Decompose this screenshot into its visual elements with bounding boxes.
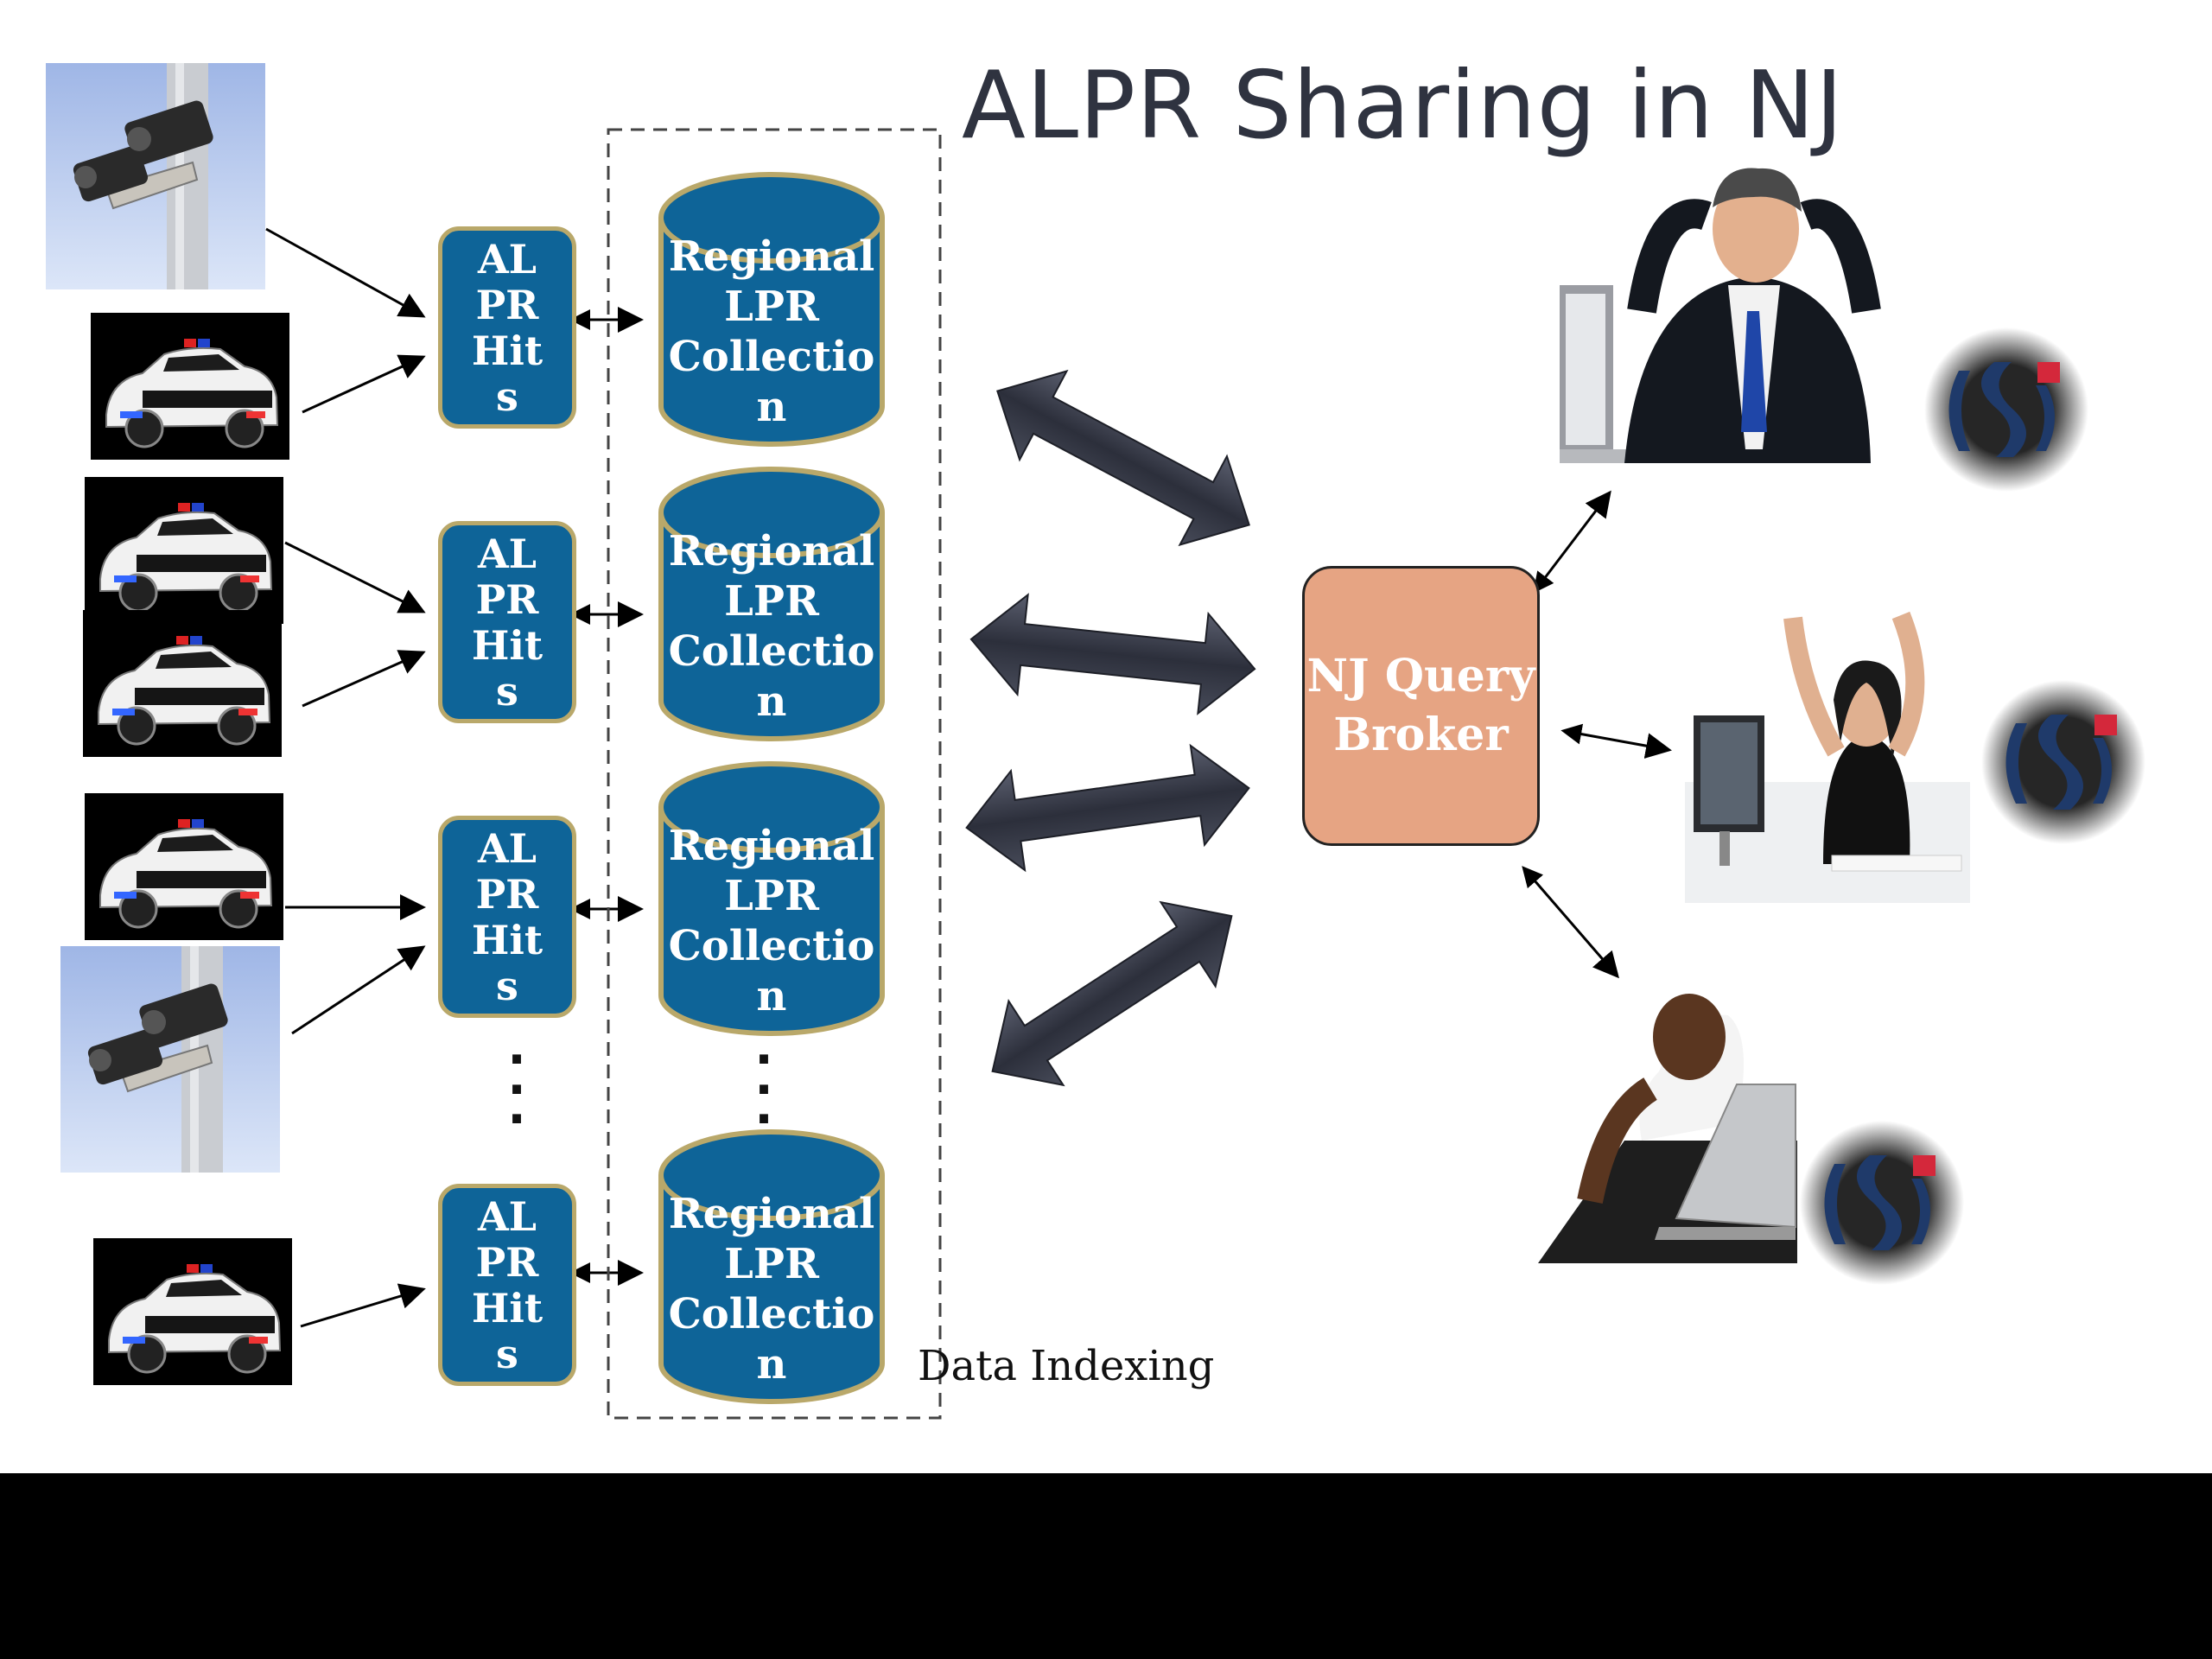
alpr-hits-box: AL PR Hit s bbox=[438, 816, 576, 1018]
collection-line: Regional bbox=[668, 1190, 875, 1238]
ellipsis-collections: · · · bbox=[754, 1032, 773, 1148]
alpr-hits-line: Hit bbox=[471, 1284, 543, 1332]
broker-user-link bbox=[1560, 723, 1672, 759]
collection-line: LPR bbox=[724, 577, 819, 626]
collection-cylinder-4 bbox=[658, 1129, 885, 1404]
police-car-image-4 bbox=[83, 791, 285, 942]
alpr-hits-line: s bbox=[496, 962, 518, 1009]
alpr-hits-box: AL PR Hit s bbox=[438, 521, 576, 723]
collection-line: n bbox=[756, 1340, 787, 1389]
alpr-hits-line: PR bbox=[475, 870, 539, 918]
collection-line: n bbox=[756, 383, 787, 431]
query-broker-box: NJ Query Broker bbox=[1302, 566, 1540, 846]
police-car-image-3 bbox=[81, 608, 283, 759]
police-car-image-1 bbox=[89, 311, 291, 461]
alpr-hits-box: AL PR Hit s bbox=[438, 1184, 576, 1386]
input-arrow bbox=[265, 227, 426, 318]
alpr-hits-line: AL bbox=[477, 1192, 537, 1240]
collection-line: Regional bbox=[668, 822, 875, 870]
alpr-hits-line: s bbox=[496, 372, 518, 420]
bottom-black-bar bbox=[0, 1473, 2212, 1659]
camera-image-2 bbox=[60, 945, 281, 1173]
user-image-man-laptop bbox=[1538, 994, 1797, 1263]
slide: ALPR Sharing in NJ bbox=[0, 0, 2212, 1473]
broker-user-link bbox=[1522, 866, 1619, 979]
alpr-hits-line: PR bbox=[475, 575, 539, 623]
collection-line: Regional bbox=[668, 232, 875, 281]
alpr-hits-line: AL bbox=[477, 530, 537, 577]
big-double-arrow-2 bbox=[964, 588, 1262, 720]
collection-cylinder-2 bbox=[658, 467, 885, 741]
collection-label: Regional LPR Collectio n bbox=[661, 232, 882, 432]
broker-line: Broker bbox=[1333, 709, 1509, 761]
collection-cylinder-3 bbox=[658, 761, 885, 1036]
user-image-woman bbox=[1685, 611, 1970, 903]
alpr-hits-line: Hit bbox=[471, 621, 543, 669]
input-arrow bbox=[291, 945, 426, 1035]
input-arrow bbox=[284, 541, 426, 613]
input-arrow bbox=[302, 650, 426, 708]
collection-label: Regional LPR Collectio n bbox=[661, 1189, 882, 1389]
collection-line: n bbox=[756, 677, 787, 726]
collection-line: n bbox=[756, 972, 787, 1020]
collection-line: Collectio bbox=[668, 1290, 875, 1338]
data-indexing-box bbox=[607, 128, 942, 1420]
logo-icon bbox=[1981, 680, 2145, 844]
logo-icon bbox=[1924, 327, 2088, 492]
big-double-arrow-3 bbox=[958, 737, 1257, 879]
collection-cylinder-1 bbox=[658, 172, 885, 447]
input-arrow bbox=[300, 1283, 426, 1328]
collection-line: LPR bbox=[724, 1240, 819, 1288]
alpr-hits-line: Hit bbox=[471, 327, 543, 374]
broker-line: NJ Query bbox=[1306, 650, 1535, 703]
collection-line: LPR bbox=[724, 872, 819, 920]
collection-line: LPR bbox=[724, 283, 819, 331]
user-image-businessman bbox=[1560, 168, 1881, 463]
broker-user-link bbox=[1533, 490, 1611, 594]
police-car-image-2 bbox=[83, 475, 285, 626]
ellipsis-hits: · · · bbox=[507, 1032, 526, 1148]
collection-label: Regional LPR Collectio n bbox=[661, 821, 882, 1021]
collection-label: Regional LPR Collectio n bbox=[661, 526, 882, 727]
collection-line: Collectio bbox=[668, 627, 875, 676]
collection-line: Regional bbox=[668, 527, 875, 575]
alpr-hits-line: s bbox=[496, 667, 518, 715]
police-car-image-5 bbox=[92, 1236, 294, 1387]
slide-title: ALPR Sharing in NJ bbox=[962, 52, 1844, 160]
alpr-hits-line: Hit bbox=[471, 916, 543, 963]
alpr-hits-line: PR bbox=[475, 281, 539, 328]
big-double-arrow-4 bbox=[964, 873, 1260, 1115]
alpr-hits-line: PR bbox=[475, 1238, 539, 1286]
alpr-hits-box: AL PR Hit s bbox=[438, 226, 576, 429]
camera-image-1 bbox=[45, 62, 266, 290]
alpr-hits-line: s bbox=[496, 1330, 518, 1377]
input-arrow bbox=[302, 354, 426, 414]
collection-line: Collectio bbox=[668, 922, 875, 970]
collection-line: Collectio bbox=[668, 333, 875, 381]
big-double-arrow-1 bbox=[973, 346, 1274, 570]
alpr-hits-line: AL bbox=[477, 235, 537, 283]
diagram-graphics bbox=[45, 62, 2145, 1420]
alpr-hits-line: AL bbox=[477, 824, 537, 872]
logo-icon bbox=[1800, 1121, 1964, 1285]
data-indexing-label: Data Indexing bbox=[918, 1342, 1215, 1390]
